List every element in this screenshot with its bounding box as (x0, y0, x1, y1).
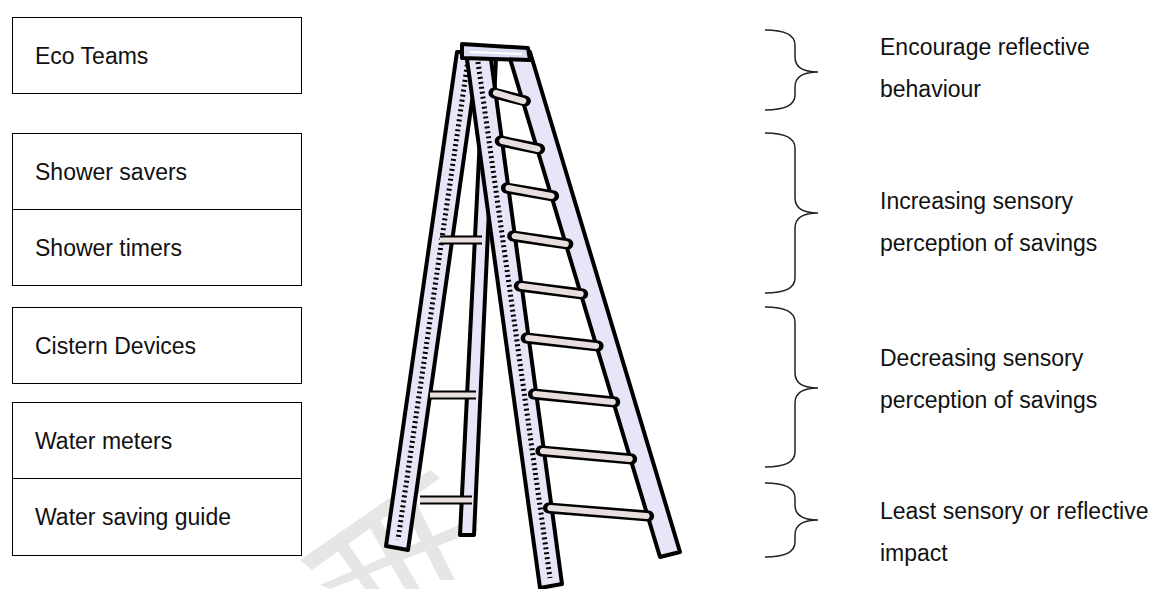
box-label: Water meters (35, 427, 172, 455)
group-label: Decreasing sensory perception of savings (880, 337, 1150, 421)
rung-fill (521, 286, 580, 294)
rung-outline (548, 508, 648, 516)
rung-outline (494, 93, 525, 101)
rung-outline (506, 188, 553, 196)
rung-outline (519, 286, 582, 294)
measure-box: Cistern Devices (12, 307, 302, 384)
rung-fill (528, 338, 596, 346)
rung-fill (543, 451, 630, 459)
group-label: Encourage reflective behaviour (880, 26, 1150, 110)
measure-box: Shower timers (12, 209, 302, 286)
box-label: Shower timers (35, 234, 182, 262)
rung-outline (533, 394, 614, 402)
rung-fill (550, 508, 646, 516)
rung-outline (500, 141, 539, 149)
group-braces (765, 30, 818, 557)
rung-fill (502, 141, 537, 149)
rung-outline (541, 451, 632, 459)
measure-box: Water saving guide (12, 478, 302, 556)
group-label: Least sensory or reflective impact (880, 490, 1150, 574)
rung-outline (513, 236, 568, 244)
measure-box: Shower savers (12, 133, 302, 210)
measure-box: Eco Teams (12, 17, 302, 94)
box-label: Eco Teams (35, 42, 148, 70)
front-ladder (462, 44, 680, 588)
rung-fill (515, 236, 566, 244)
group-label: Increasing sensory perception of savings (880, 180, 1150, 264)
measure-box: Water meters (12, 402, 302, 479)
rung-fill (535, 394, 612, 402)
rung-outline (526, 338, 598, 346)
ladder-rungs (494, 93, 649, 516)
box-label: Shower savers (35, 158, 187, 186)
rung-fill (496, 93, 523, 101)
box-label: Water saving guide (35, 503, 231, 531)
box-label: Cistern Devices (35, 332, 196, 360)
rung-fill (508, 188, 551, 196)
